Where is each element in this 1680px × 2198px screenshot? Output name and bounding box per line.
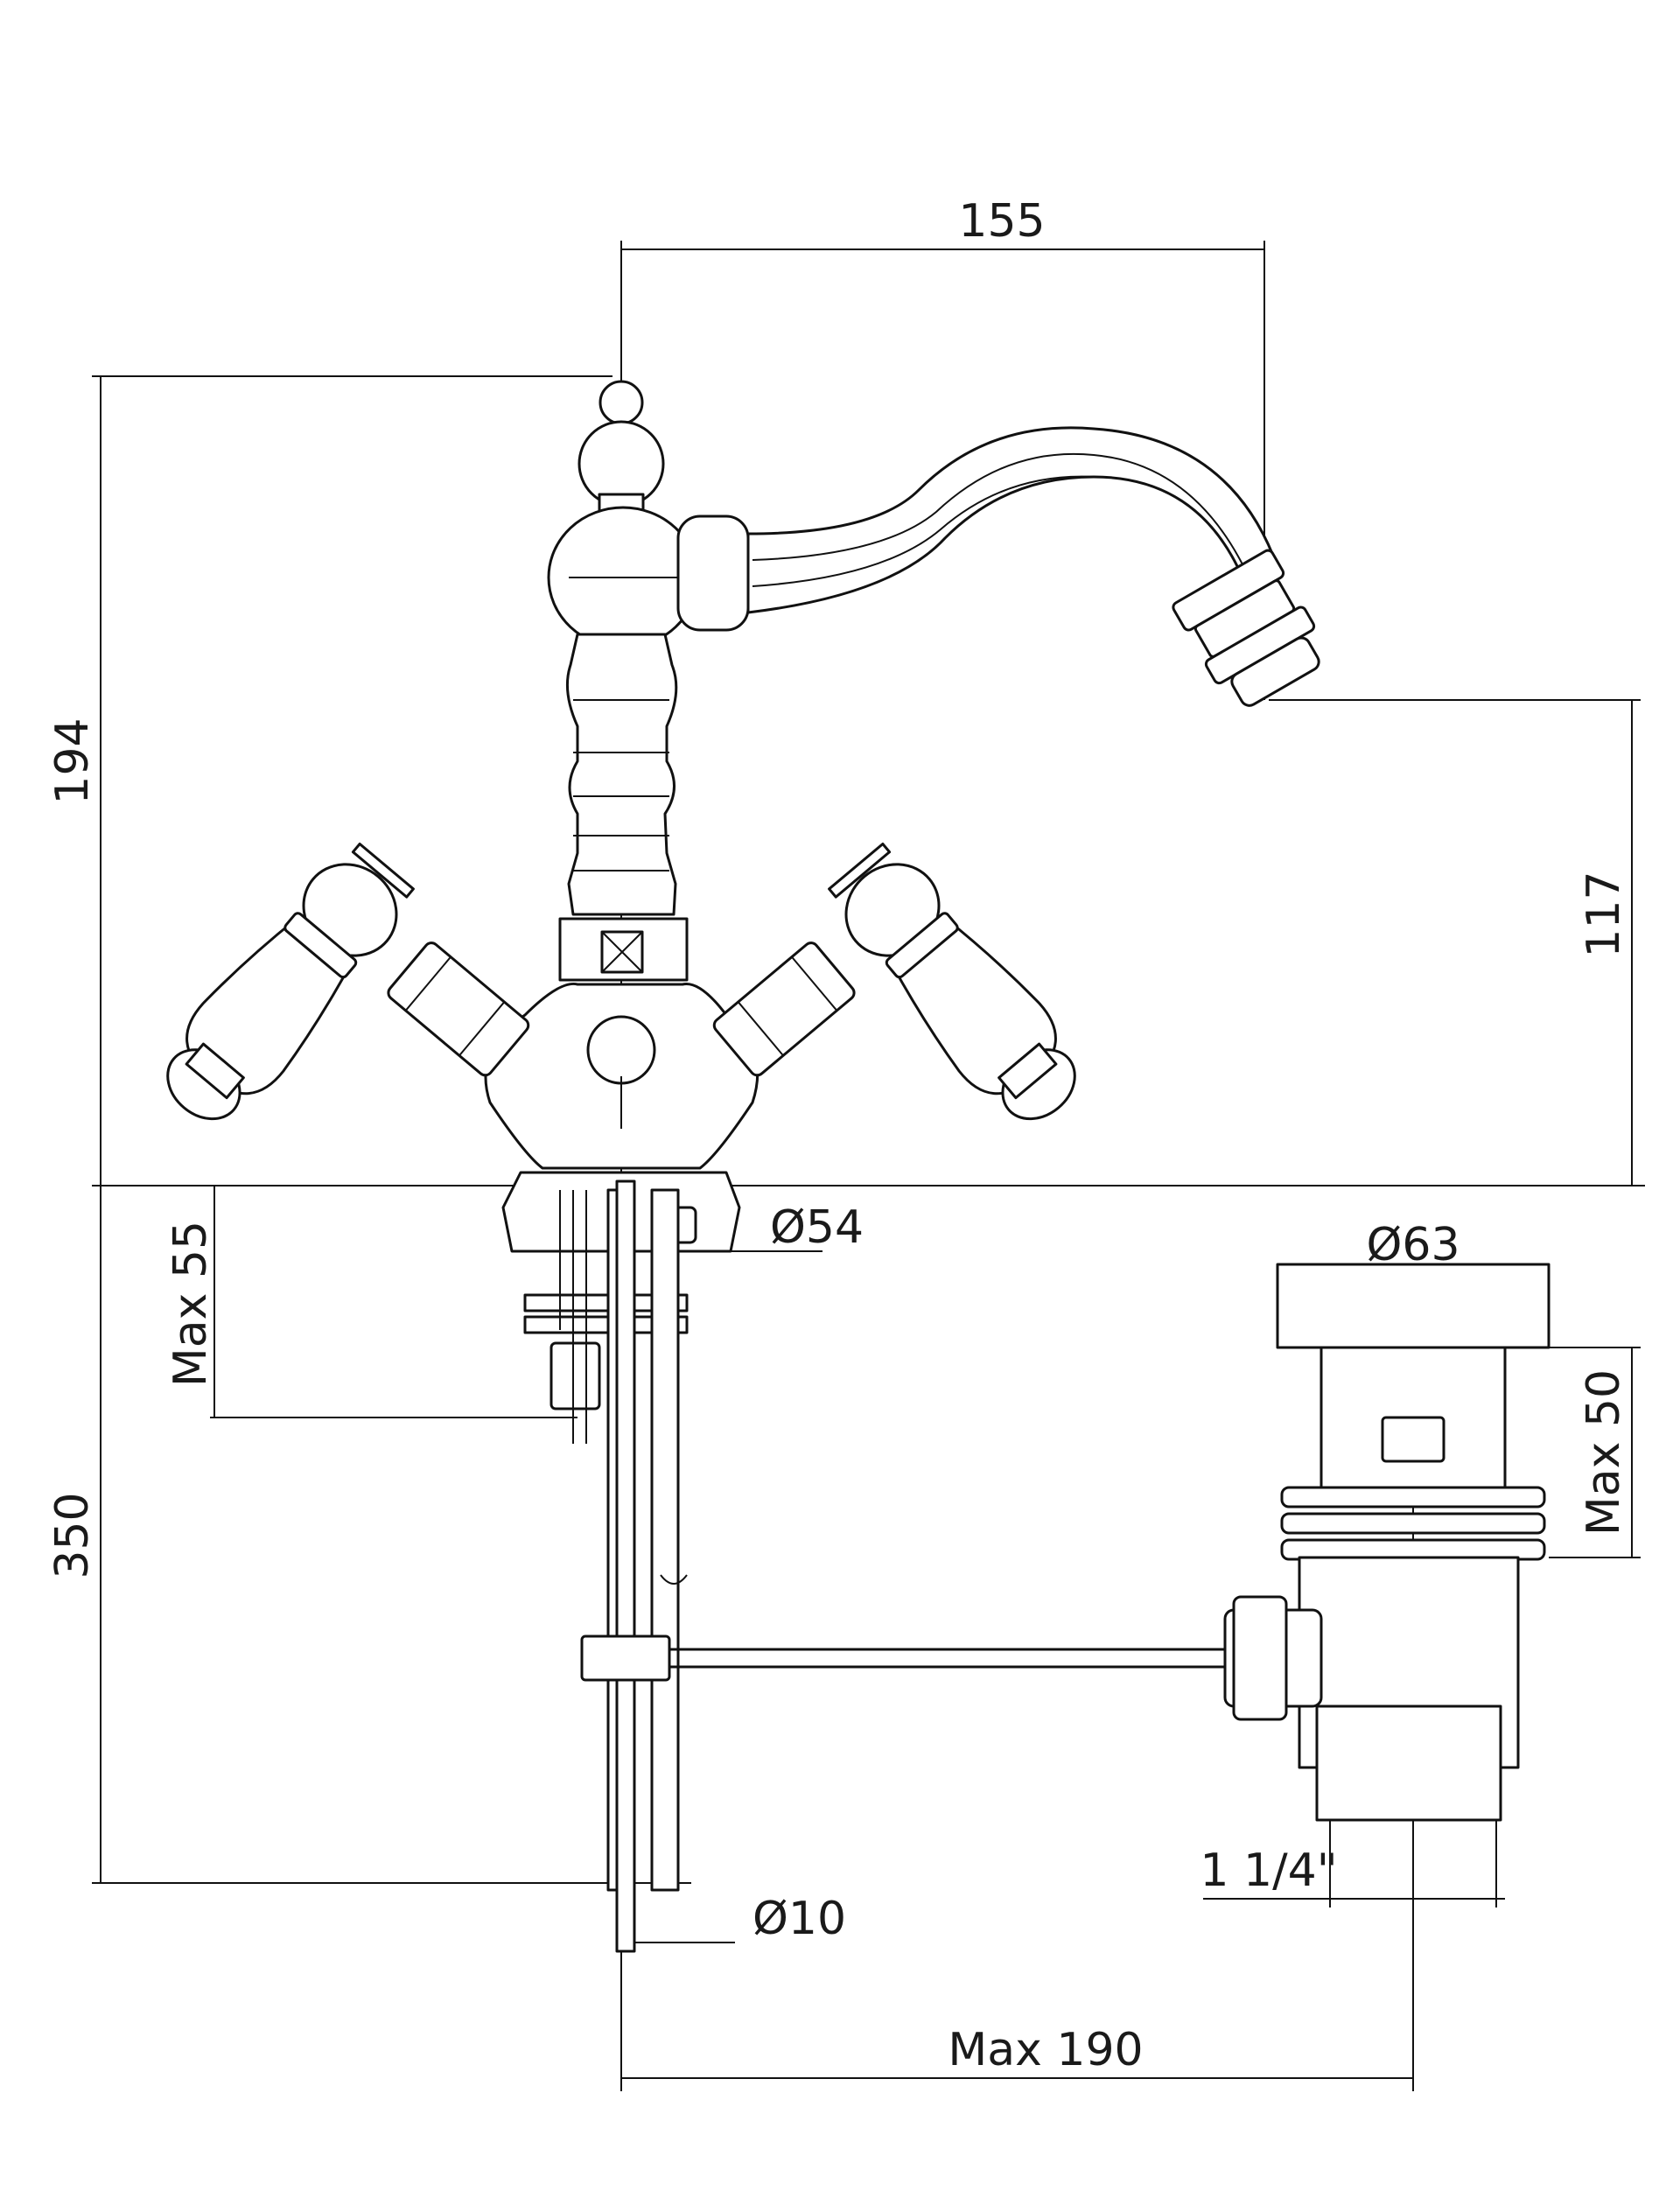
dim-waste-diameter: Ø63 xyxy=(1366,1219,1460,1271)
mixer-body xyxy=(166,380,1320,1253)
dim-spout-reach: 155 xyxy=(958,195,1045,248)
dim-total-length: 350 xyxy=(46,1492,99,1578)
dim-rod-diameter: Ø10 xyxy=(752,1893,846,1945)
dimension-labels: 155 194 117 Ø54 Max 55 350 Ø63 Max 50 1 … xyxy=(46,195,1630,2076)
dim-overall-height: 194 xyxy=(46,718,99,804)
pop-up-waste xyxy=(1223,1263,1550,1822)
fixing-assembly xyxy=(523,1180,1236,1953)
dim-spout-height: 117 xyxy=(1578,871,1630,957)
dim-waste-thread: 1 1/4" xyxy=(1200,1844,1337,1897)
dim-max-deck-thickness: Max 55 xyxy=(164,1221,217,1387)
dim-base-diameter: Ø54 xyxy=(770,1201,864,1254)
dim-waste-max-thickness: Max 50 xyxy=(1578,1369,1630,1536)
dim-max-rod-distance: Max 190 xyxy=(948,2024,1143,2076)
